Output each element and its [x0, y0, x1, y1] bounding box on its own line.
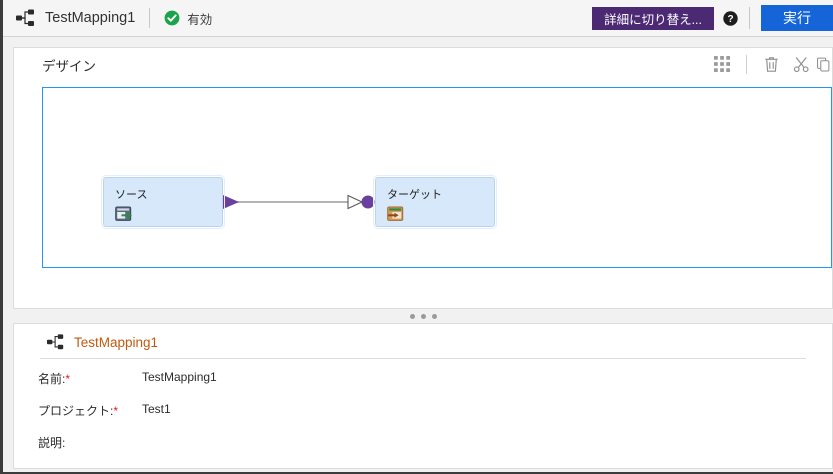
form-row-project: プロジェクト:* Test1	[38, 402, 832, 419]
help-icon[interactable]: ?	[723, 10, 738, 26]
splitter-dot	[420, 313, 426, 319]
header-left-group: TestMapping1 有効	[3, 8, 212, 28]
cut-icon[interactable]	[786, 52, 816, 78]
design-toolbar-icons	[707, 48, 832, 81]
source-export-icon	[115, 206, 133, 222]
required-marker: *	[65, 372, 71, 386]
node-source-label: ソース	[115, 189, 148, 201]
field-value-project[interactable]: Test1	[142, 402, 171, 416]
check-circle-icon	[164, 10, 180, 26]
panel-splitter[interactable]	[13, 310, 833, 322]
target-input-port	[361, 195, 375, 209]
copy-icon[interactable]	[816, 52, 832, 78]
properties-divider	[40, 358, 806, 359]
field-label-name: 名前:*	[38, 372, 71, 386]
properties-header: TestMapping1	[14, 324, 832, 351]
design-toolbar: デザイン	[14, 48, 832, 81]
node-source[interactable]: ソース	[101, 175, 225, 229]
field-value-name[interactable]: TestMapping1	[142, 370, 217, 384]
splitter-dot	[409, 313, 415, 319]
form-row-description: 説明:	[38, 434, 832, 451]
field-label-description: 説明:	[38, 436, 66, 450]
form-row-name: 名前:* TestMapping1	[38, 370, 832, 387]
design-canvas[interactable]: ソース ターゲット	[42, 87, 832, 268]
delete-icon[interactable]	[756, 52, 786, 78]
node-target[interactable]: ターゲット	[373, 175, 497, 229]
switch-to-detail-button[interactable]: 詳細に切り替え...	[592, 6, 714, 30]
source-output-port	[223, 195, 239, 209]
design-panel: デザイン	[13, 47, 833, 309]
page-title: TestMapping1	[45, 10, 136, 26]
header-right-group: 詳細に切り替え... ? 実行	[592, 0, 833, 36]
mapping-graph-icon	[46, 333, 66, 351]
mapping-graph-icon	[15, 8, 37, 28]
design-panel-title: デザイン	[42, 58, 96, 74]
status-badge: 有効	[164, 9, 212, 28]
required-marker: *	[113, 404, 119, 418]
header-divider-2	[749, 7, 750, 29]
properties-title: TestMapping1	[74, 334, 159, 350]
header-divider	[149, 8, 151, 28]
status-text: 有効	[187, 12, 213, 27]
svg-text:?: ?	[727, 14, 733, 25]
run-button[interactable]: 実行	[761, 5, 833, 31]
node-target-label: ターゲット	[387, 189, 442, 201]
target-import-icon	[387, 206, 405, 222]
splitter-dot	[431, 313, 437, 319]
toolbar-divider	[746, 55, 747, 74]
editor-header: TestMapping1 有効 詳細に切り替え... ?	[3, 0, 833, 37]
field-label-project: プロジェクト:*	[38, 404, 119, 418]
properties-panel: TestMapping1 名前:* TestMapping1 プロジェクト:* …	[13, 323, 833, 469]
layout-grid-icon[interactable]	[707, 52, 737, 78]
properties-form: 名前:* TestMapping1 プロジェクト:* Test1 説明:	[14, 359, 832, 451]
